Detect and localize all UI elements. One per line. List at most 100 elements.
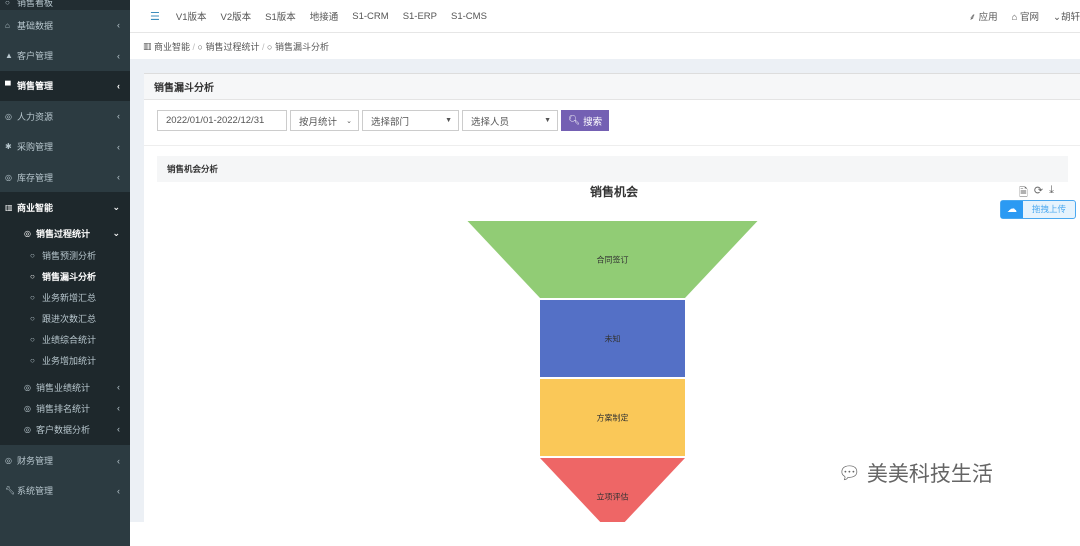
sidebar-item-performance[interactable]: ○业绩综合统计	[30, 334, 97, 345]
menu-toggle-icon[interactable]: ☰	[150, 10, 160, 23]
funnel-segment[interactable]	[467, 221, 758, 298]
chevron-left-icon: ‹	[117, 424, 120, 435]
refresh-icon[interactable]: ⟳	[1033, 185, 1044, 197]
data-view-icon[interactable]: 🗎	[1019, 187, 1028, 199]
sidebar-item-dashboard[interactable]: ○销售看板	[0, 0, 130, 10]
funnel-label: 合同签订	[597, 255, 629, 265]
top-navbar: ☰ V1版本 V2版本 S1版本 地接通 S1-CRM S1-ERP S1-CM…	[130, 0, 1080, 33]
sidebar-item-basic-data[interactable]: ⌂基础数据‹	[5, 20, 120, 31]
bar-chart-icon: ▥	[143, 41, 155, 51]
sidebar: ○销售看板 ⌂基础数据‹ ▲客户管理‹ ▀销售管理‹ ◎人力资源‹ ✱采购管理‹…	[0, 0, 130, 546]
circle-icon: ○	[5, 0, 10, 7]
rocket-icon: ⸙	[968, 12, 976, 23]
person-select[interactable]: 选择人员▼	[462, 110, 558, 131]
sidebar-item-customers[interactable]: ▲客户管理‹	[5, 50, 120, 62]
user-menu[interactable]: ⌄胡轩	[1053, 12, 1080, 23]
sidebar-item-finance[interactable]: ◎财务管理‹	[5, 455, 120, 467]
cloud-icon: ☁	[1001, 201, 1023, 218]
bar-chart-icon: ▥	[5, 203, 13, 213]
chevron-left-icon: ‹	[117, 403, 120, 414]
chevron-down-icon: ⌄	[112, 228, 120, 239]
sidebar-item-sales-process[interactable]: ◎销售过程统计⌄	[24, 228, 120, 240]
caret-down-icon: ▼	[544, 117, 551, 124]
cart-icon: ▀	[5, 81, 11, 91]
sidebar-item-new-business[interactable]: ○业务新增汇总	[30, 292, 97, 303]
home-icon: ⌂	[1011, 12, 1018, 23]
funnel-label: 未知	[605, 334, 621, 344]
nav-dijietong[interactable]: 地接通	[309, 12, 339, 23]
nav-s1-cms[interactable]: S1-CMS	[451, 10, 487, 22]
sidebar-item-customer-analysis[interactable]: ◎客户数据分析‹	[24, 424, 120, 435]
date-range-input[interactable]: 2022/01/01-2022/12/31	[157, 110, 287, 131]
sidebar-item-funnel[interactable]: ○销售漏斗分析	[30, 271, 97, 282]
funnel-segment[interactable]	[540, 300, 685, 377]
breadcrumb-sales-process[interactable]: 销售过程统计	[205, 42, 260, 52]
circle-dot-icon: ◎	[24, 382, 31, 392]
search-button[interactable]: 🔍︎搜索	[561, 110, 610, 131]
user-icon: ▲	[5, 51, 13, 61]
nav-s1-erp[interactable]: S1-ERP	[402, 10, 438, 22]
sidebar-item-followups[interactable]: ○跟进次数汇总	[30, 313, 97, 324]
circle-icon: ○	[30, 334, 35, 344]
search-icon: 🔍︎	[568, 115, 581, 126]
nav-s1[interactable]: S1版本	[265, 12, 296, 23]
chevron-down-icon: ⌄	[112, 202, 120, 213]
chevron-down-icon: ⌄	[1053, 12, 1061, 23]
chevron-left-icon: ‹	[117, 80, 120, 91]
sidebar-item-sales-performance[interactable]: ◎销售业绩统计‹	[24, 382, 120, 393]
department-select[interactable]: 选择部门▼	[362, 110, 459, 131]
circle-icon: ○	[30, 313, 35, 323]
drag-upload-widget[interactable]: ☁拖拽上传	[1000, 200, 1076, 219]
breadcrumb-funnel: 销售漏斗分析	[274, 42, 329, 52]
home-icon: ⌂	[5, 20, 10, 30]
funnel-segment[interactable]	[540, 379, 685, 456]
funnel-label: 立项评估	[597, 492, 629, 502]
website-link[interactable]: ⌂ 官网	[1011, 12, 1040, 23]
funnel-segment[interactable]	[540, 458, 685, 522]
chevron-left-icon: ‹	[117, 382, 120, 393]
circle-icon: ○	[197, 41, 206, 52]
sidebar-item-sales[interactable]: ▀销售管理‹	[0, 70, 130, 102]
chevron-left-icon: ‹	[117, 141, 120, 152]
circle-dot-icon: ◎	[5, 456, 12, 466]
nav-v2[interactable]: V2版本	[220, 12, 252, 23]
funnel-label: 方案制定	[597, 413, 629, 423]
wrench-icon: 🔧︎	[5, 486, 16, 496]
circle-icon: ○	[30, 271, 35, 281]
circle-icon: ○	[30, 292, 35, 302]
period-select[interactable]: 按月统计⌄	[290, 110, 359, 131]
apps-link[interactable]: ⸙ 应用	[968, 12, 998, 23]
panel-title: 销售机会分析	[157, 156, 1068, 182]
circle-icon: ○	[30, 355, 35, 365]
chevron-left-icon: ‹	[117, 20, 120, 31]
circle-dot-icon: ◎	[24, 424, 31, 434]
sidebar-item-system[interactable]: 🔧︎系统管理‹	[5, 485, 120, 497]
sidebar-item-growth[interactable]: ○业务增加统计	[30, 355, 97, 366]
chevron-left-icon: ‹	[117, 50, 120, 61]
download-icon[interactable]: ⤓	[1049, 184, 1054, 196]
asterisk-icon: ✱	[5, 142, 12, 152]
circle-icon: ○	[267, 41, 275, 52]
chevron-left-icon: ‹	[117, 455, 120, 466]
nav-v1[interactable]: V1版本	[175, 12, 207, 23]
watermark: 💬︎美美科技生活	[838, 462, 993, 487]
nav-s1-crm[interactable]: S1-CRM	[352, 10, 389, 22]
circle-dot-icon: ◎	[24, 403, 31, 413]
box-title: 销售漏斗分析	[144, 74, 1080, 100]
sidebar-item-sales-ranking[interactable]: ◎销售排名统计‹	[24, 403, 120, 414]
circle-dot-icon: ◎	[5, 111, 12, 121]
chevron-down-icon: ⌄	[346, 117, 352, 125]
circle-icon: ○	[30, 250, 35, 260]
wechat-icon: 💬︎	[838, 462, 861, 483]
circle-dot-icon: ◎	[24, 229, 31, 239]
sidebar-item-forecast[interactable]: ○销售预测分析	[30, 250, 97, 261]
sidebar-item-purchase[interactable]: ✱采购管理‹	[5, 141, 120, 153]
breadcrumb-bi[interactable]: 商业智能	[154, 42, 191, 52]
sidebar-item-hr[interactable]: ◎人力资源‹	[5, 111, 120, 122]
chart-toolbox: 🗎 ⟳ ⤓	[1019, 184, 1054, 203]
sidebar-item-inventory[interactable]: ◎库存管理‹	[5, 172, 120, 183]
caret-down-icon: ▼	[445, 117, 452, 124]
sidebar-item-bi[interactable]: ▥商业智能⌄	[5, 202, 120, 214]
chevron-left-icon: ‹	[117, 172, 120, 183]
chevron-left-icon: ‹	[117, 111, 120, 122]
